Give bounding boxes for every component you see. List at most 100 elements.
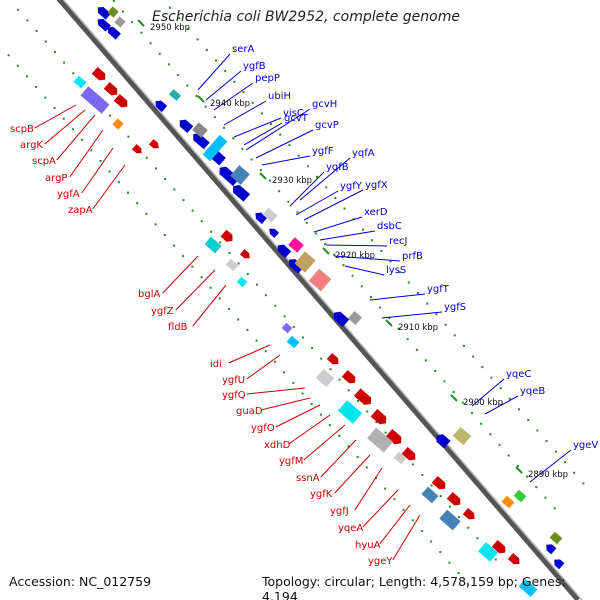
gene-label-reverse: ygfK — [310, 489, 333, 500]
guide-dot — [347, 389, 350, 392]
leader-forward — [255, 129, 314, 159]
reverse-gene-arrow — [385, 428, 402, 445]
guide-dot — [329, 424, 332, 427]
guide-dot — [122, 10, 124, 13]
guide-dot — [481, 366, 484, 369]
gene-label-forward: ygfY — [340, 181, 363, 192]
guide-dot — [365, 466, 368, 469]
leader-forward — [205, 70, 242, 101]
leader-forward — [381, 311, 443, 319]
guide-dot — [213, 116, 216, 119]
guide-dot — [187, 27, 190, 30]
guide-dot — [448, 505, 451, 508]
reverse-gene-arrow — [353, 388, 372, 406]
reverse-gene-arrow — [220, 229, 233, 242]
feature-block — [549, 531, 563, 545]
guide-dot — [90, 149, 93, 152]
gene-label-forward: ygfB — [243, 61, 266, 72]
scale-label: 2910 kbp — [398, 323, 438, 333]
feature-block — [337, 400, 363, 424]
leader-reverse — [162, 255, 199, 294]
guide-dot — [527, 418, 530, 421]
guide-dot — [140, 31, 143, 34]
feature-block-body — [421, 486, 439, 504]
guide-dot — [246, 329, 249, 332]
guide-dot — [480, 422, 483, 425]
reverse-gene-arrow-shape — [385, 428, 402, 445]
backbone-line — [56, 0, 580, 600]
feature-block-body — [80, 86, 110, 114]
leader-reverse — [288, 414, 331, 445]
feature-block — [315, 368, 335, 388]
reverse-gene-arrow — [326, 353, 339, 365]
guide-dot — [241, 147, 244, 150]
guide-dot — [351, 274, 354, 277]
leader-forward — [197, 53, 231, 91]
feature-block — [80, 86, 110, 114]
gene-label-reverse: scpA — [32, 156, 56, 167]
scale-tick — [450, 394, 458, 402]
guide-dot — [544, 496, 547, 499]
guide-dot — [232, 137, 235, 140]
leader-reverse — [92, 164, 126, 210]
gene-label-forward: pepP — [255, 73, 280, 84]
guide-dot — [35, 85, 38, 88]
feature-block — [452, 426, 472, 446]
forward-gene-arrow-shape — [333, 311, 350, 328]
reverse-gene-arrow — [239, 249, 250, 259]
leader-forward — [484, 395, 519, 415]
guide-dot — [182, 199, 185, 202]
guide-dot — [44, 40, 47, 43]
guide-dot — [214, 59, 217, 62]
guide-dot — [470, 412, 473, 415]
guide-dot — [296, 211, 299, 214]
leader-forward — [303, 189, 364, 221]
guide-dot — [439, 551, 442, 554]
guide-dot — [7, 54, 10, 57]
guide-dot — [434, 369, 437, 372]
leader-forward — [223, 100, 267, 126]
feature-block-body — [168, 89, 182, 101]
scale-tick — [137, 19, 145, 27]
leader-reverse — [392, 514, 421, 561]
guide-dot — [420, 529, 423, 532]
gene-label-reverse: ygfU — [222, 375, 245, 386]
guide-dot — [306, 165, 309, 168]
guide-dot — [462, 344, 465, 347]
guide-dot — [274, 304, 277, 307]
guide-dot — [35, 29, 38, 32]
guide-dot — [164, 177, 167, 180]
leader-reverse — [44, 109, 86, 145]
leader-reverse — [246, 387, 306, 395]
guide-dot — [191, 209, 194, 212]
guide-dot — [260, 112, 263, 115]
feature-block-body — [294, 251, 316, 273]
feature-block — [114, 16, 126, 28]
guide-dot — [63, 61, 66, 64]
gene-label-reverse: guaD — [236, 406, 263, 417]
leader-reverse — [69, 129, 104, 178]
leader-reverse — [34, 104, 77, 129]
gene-label-reverse: ygfQ — [222, 390, 246, 401]
feature-block — [107, 6, 119, 18]
forward-gene-arrow-shape — [97, 19, 111, 32]
gene-label-reverse: ssnA — [296, 473, 320, 484]
guide-dot — [251, 101, 254, 104]
feature-block-body — [501, 495, 515, 509]
feature-block — [192, 122, 208, 138]
guide-dot — [452, 391, 455, 394]
guide-dot — [398, 270, 401, 273]
leader-reverse — [56, 114, 96, 161]
leader-forward — [471, 378, 505, 407]
forward-gene-arrow — [193, 133, 210, 150]
guide-dot — [319, 413, 322, 416]
guide-dot — [196, 38, 199, 41]
feature-block-body — [236, 276, 248, 288]
guide-dot — [273, 360, 276, 363]
guide-dot — [127, 191, 130, 194]
guide-dot — [173, 188, 176, 191]
reverse-gene-arrow — [491, 540, 506, 554]
forward-gene-arrow — [269, 228, 280, 238]
